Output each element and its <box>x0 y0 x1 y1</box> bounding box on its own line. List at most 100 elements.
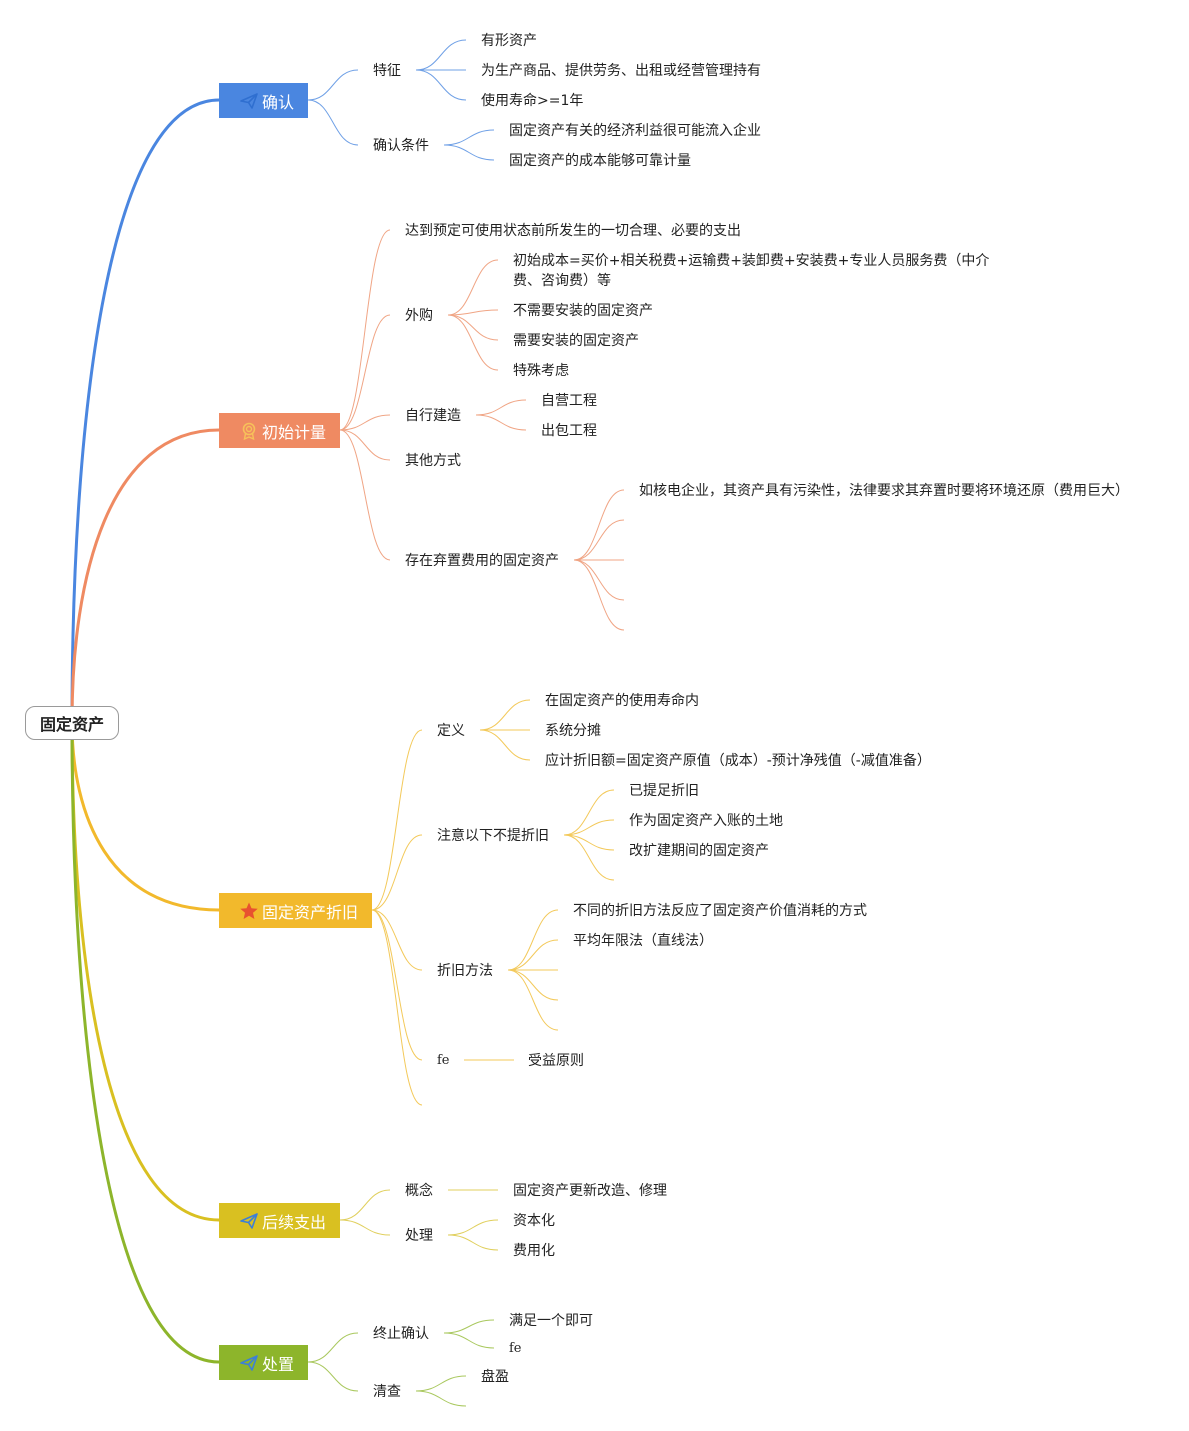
connector-line <box>507 969 559 1031</box>
connector-line <box>507 939 559 971</box>
branch-connector <box>70 428 221 724</box>
node-necessary-expenses[interactable]: 达到预定可使用状态前所发生的一切合理、必要的支出 <box>405 223 741 239</box>
branch-connector <box>70 720 221 1222</box>
branch-connector <box>70 720 221 912</box>
node-feature[interactable]: 特征 <box>373 63 401 79</box>
node-land[interactable]: 作为固定资产入账的土地 <box>629 813 783 829</box>
connector-line <box>443 1319 495 1334</box>
node-nuclear-example[interactable]: 如核电企业，其资产具有污染性，法律要求其弃置时要将环境还原（费用巨大） <box>639 483 1129 499</box>
connector-line <box>479 729 531 761</box>
connector-line <box>307 1361 359 1392</box>
branch-depreciation[interactable]: 固定资产折旧 <box>219 893 372 928</box>
connector-line <box>371 909 423 1106</box>
connector-line <box>563 834 615 851</box>
node-renewal-repair[interactable]: 固定资产更新改造、修理 <box>513 1183 667 1199</box>
medal-icon <box>239 421 259 441</box>
connector-line <box>447 1234 499 1251</box>
connector-line <box>307 1332 359 1363</box>
node-derecognition[interactable]: 终止确认 <box>373 1326 429 1342</box>
node-def-allocation[interactable]: 系统分摊 <box>545 723 601 739</box>
connector-line <box>447 259 499 316</box>
star-icon <box>239 901 259 921</box>
paper-plane-icon <box>239 1353 259 1373</box>
node-fe[interactable]: fe <box>437 1053 450 1068</box>
branch-disposal[interactable]: 处置 <box>219 1345 308 1380</box>
node-feature-purpose[interactable]: 为生产商品、提供劳务、出租或经营管理持有 <box>481 63 761 79</box>
connector-line <box>307 69 359 101</box>
branch-connector <box>70 98 221 724</box>
node-need-install[interactable]: 需要安装的固定资产 <box>513 333 639 349</box>
connector-line <box>447 314 499 341</box>
root-node[interactable]: 固定资产 <box>25 706 119 740</box>
branch-label: 确认 <box>262 92 295 112</box>
connector-line <box>339 1189 391 1221</box>
connector-line <box>415 1375 467 1392</box>
node-other-ways[interactable]: 其他方式 <box>405 453 461 469</box>
connector-line <box>371 909 423 1061</box>
branch-label: 固定资产折旧 <box>262 902 359 922</box>
node-depreciation-methods[interactable]: 折旧方法 <box>437 963 493 979</box>
node-concept[interactable]: 概念 <box>405 1183 433 1199</box>
node-self-built[interactable]: 自行建造 <box>405 408 461 424</box>
connector-line <box>443 129 495 146</box>
connector-line <box>443 1332 495 1349</box>
connector-line <box>415 39 467 71</box>
connector-line <box>307 99 359 146</box>
node-capitalize[interactable]: 资本化 <box>513 1213 555 1229</box>
connector-line <box>339 429 391 461</box>
connector-line <box>507 909 559 971</box>
connector-line <box>415 69 467 101</box>
branch-label: 处置 <box>262 1354 295 1374</box>
node-straight-line[interactable]: 平均年限法（直线法） <box>573 933 713 949</box>
node-renovation[interactable]: 改扩建期间的固定资产 <box>629 843 769 859</box>
connector-line <box>339 414 391 431</box>
branch-connector <box>70 720 221 1364</box>
connector-line <box>371 834 423 911</box>
node-no-depreciation[interactable]: 注意以下不提折旧 <box>437 828 549 844</box>
node-def-formula[interactable]: 应计折旧额=固定资产原值（成本）-预计净残值（-减值准备） <box>545 753 931 769</box>
connector-line <box>573 559 625 601</box>
node-def-lifespan[interactable]: 在固定资产的使用寿命内 <box>545 693 699 709</box>
node-fe-disposal[interactable]: fe <box>509 1341 522 1356</box>
connector-line <box>415 1390 467 1407</box>
node-condition-cost[interactable]: 固定资产的成本能够可靠计量 <box>509 153 691 169</box>
connector-line <box>447 309 499 316</box>
node-surplus[interactable]: 盘盈 <box>481 1369 509 1385</box>
node-expense[interactable]: 费用化 <box>513 1243 555 1259</box>
node-recognition-conditions[interactable]: 确认条件 <box>373 138 429 154</box>
node-special[interactable]: 特殊考虑 <box>513 363 569 379</box>
connector-line <box>443 144 495 161</box>
connector-line <box>479 699 531 731</box>
node-benefit-principle[interactable]: 受益原则 <box>528 1053 584 1069</box>
connector-line <box>339 429 391 561</box>
node-meet-one[interactable]: 满足一个即可 <box>509 1313 593 1329</box>
node-disposal-cost-asset[interactable]: 存在弃置费用的固定资产 <box>405 553 559 569</box>
connector-line <box>563 834 615 881</box>
connector-line <box>573 519 625 561</box>
connector-line <box>371 909 423 971</box>
branch-subsequent-expense[interactable]: 后续支出 <box>219 1203 340 1238</box>
node-feature-tangible[interactable]: 有形资产 <box>481 33 537 49</box>
paper-plane-icon <box>239 1211 259 1231</box>
branch-initial-measurement[interactable]: 初始计量 <box>219 413 340 448</box>
node-definition[interactable]: 定义 <box>437 723 465 739</box>
node-feature-lifespan[interactable]: 使用寿命>=1年 <box>481 93 584 109</box>
connector-line <box>371 729 423 911</box>
node-fully-depreciated[interactable]: 已提足折旧 <box>629 783 699 799</box>
node-purchase[interactable]: 外购 <box>405 308 433 324</box>
node-outsourced[interactable]: 出包工程 <box>541 423 597 439</box>
connector-line <box>563 789 615 836</box>
node-condition-benefit[interactable]: 固定资产有关的经济利益很可能流入企业 <box>509 123 761 139</box>
connector-line <box>447 314 499 371</box>
connector-line <box>563 819 615 836</box>
node-self-operated[interactable]: 自营工程 <box>541 393 597 409</box>
connector-line <box>507 969 559 1001</box>
node-purchase-initial-cost[interactable]: 初始成本=买价+相关税费+运输费+装卸费+安装费+专业人员服务费（中介费、咨询费… <box>513 253 990 289</box>
branch-confirm[interactable]: 确认 <box>219 83 308 118</box>
paper-plane-icon <box>239 91 259 111</box>
node-inventory-check[interactable]: 清查 <box>373 1384 401 1400</box>
node-method-reflect[interactable]: 不同的折旧方法反应了固定资产价值消耗的方式 <box>573 903 867 919</box>
node-no-install[interactable]: 不需要安装的固定资产 <box>513 303 653 319</box>
node-handling[interactable]: 处理 <box>405 1228 433 1244</box>
